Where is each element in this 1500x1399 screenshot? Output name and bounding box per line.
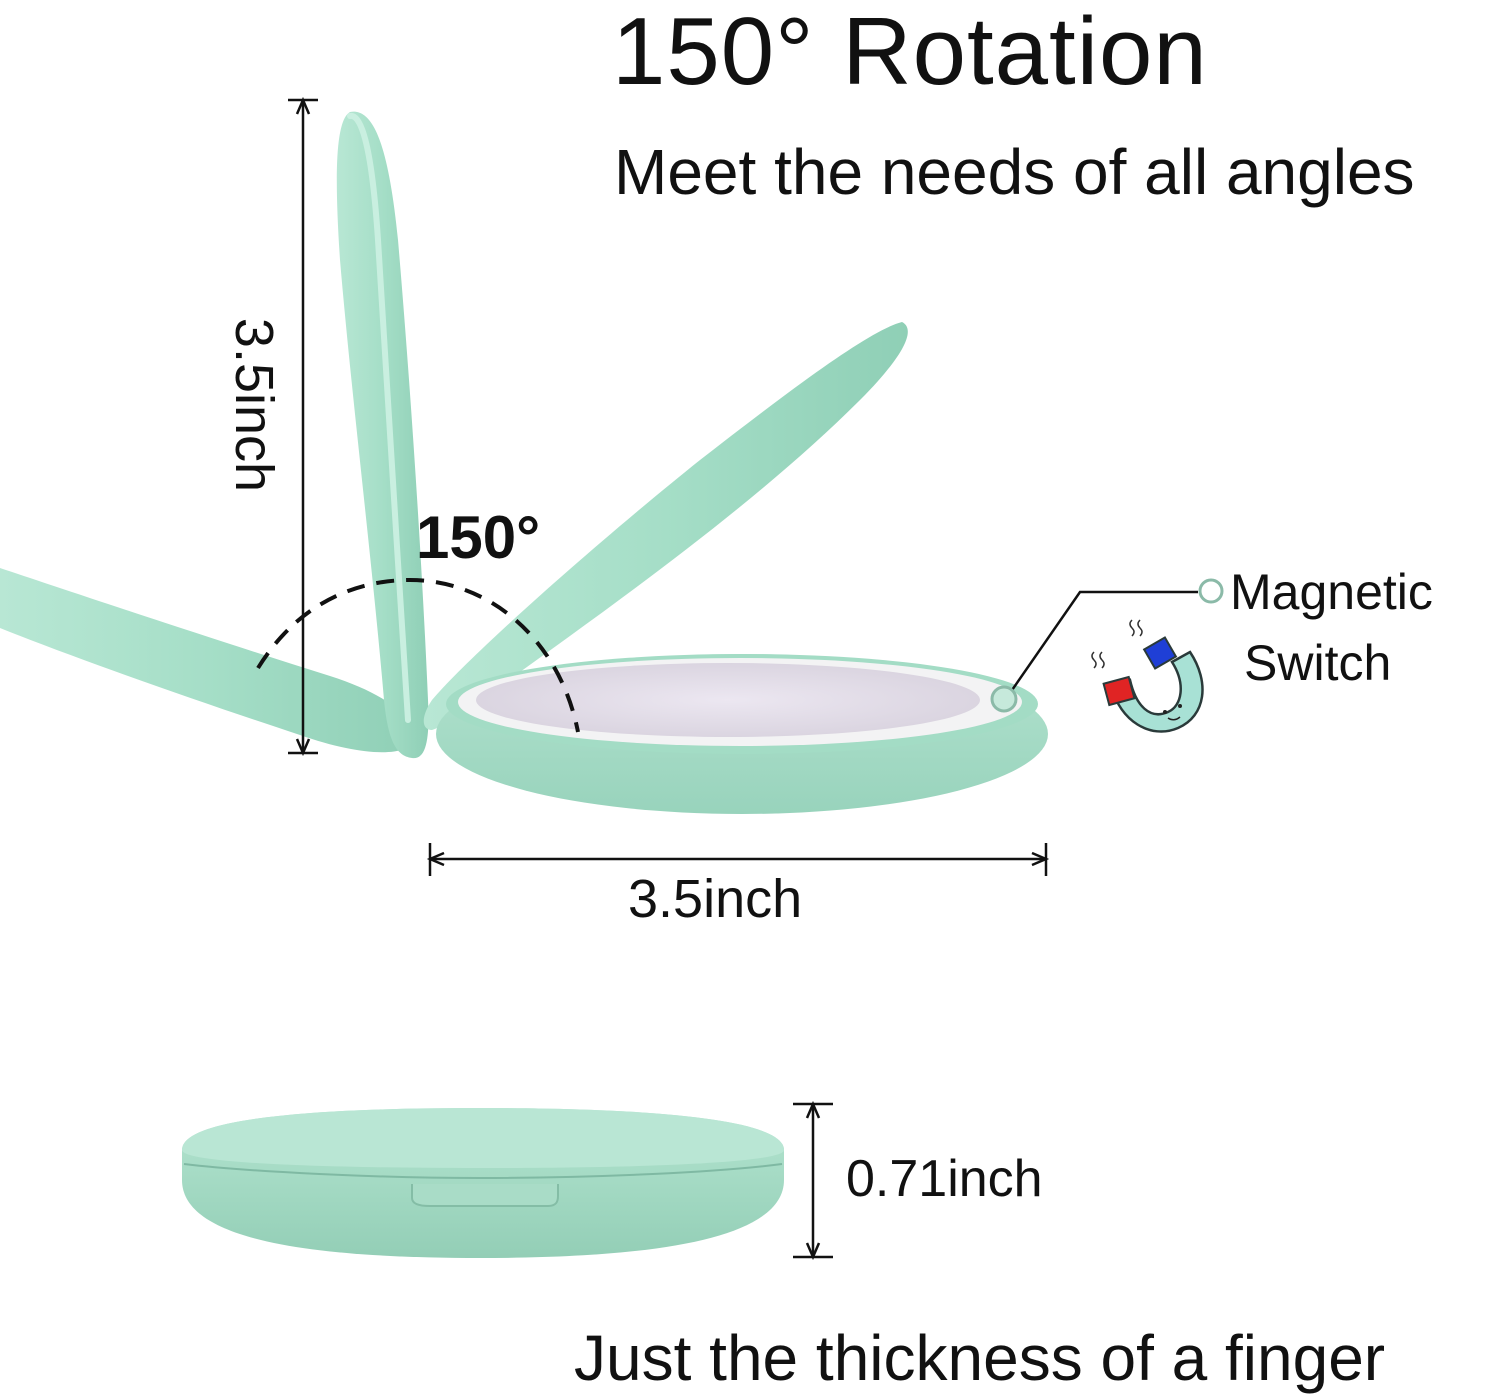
lid-open-vertical [336,111,429,759]
height-label: 3.5inch [224,317,284,493]
lid-vertical-edge [347,113,411,723]
magnetic-callout-line [1008,590,1198,694]
rotation-angle-label: 150° [416,504,541,571]
rotation-arc [256,577,580,733]
thickness-label: 0.71inch [846,1150,1043,1208]
page-title: 150° Rotation [612,0,1208,105]
magnet-icon [1091,619,1204,733]
lid-open-flat [0,568,418,753]
magnet-point-dot [990,685,1018,713]
mirror-surface [476,663,980,737]
callout-label-switch: Switch [1244,635,1392,691]
footer-tagline: Just the thickness of a finger [574,1322,1386,1394]
callout-end-dot [1198,578,1224,604]
width-dimension-line [426,843,1050,876]
width-label: 3.5inch [628,869,803,929]
thickness-dimension-line [793,1100,833,1261]
callout-label-magnetic: Magnetic [1230,564,1433,620]
closed-compact [182,1108,784,1258]
height-dimension-line [288,96,318,757]
lid-open-diagonal [423,322,908,730]
page-subtitle: Meet the needs of all angles [614,136,1415,208]
